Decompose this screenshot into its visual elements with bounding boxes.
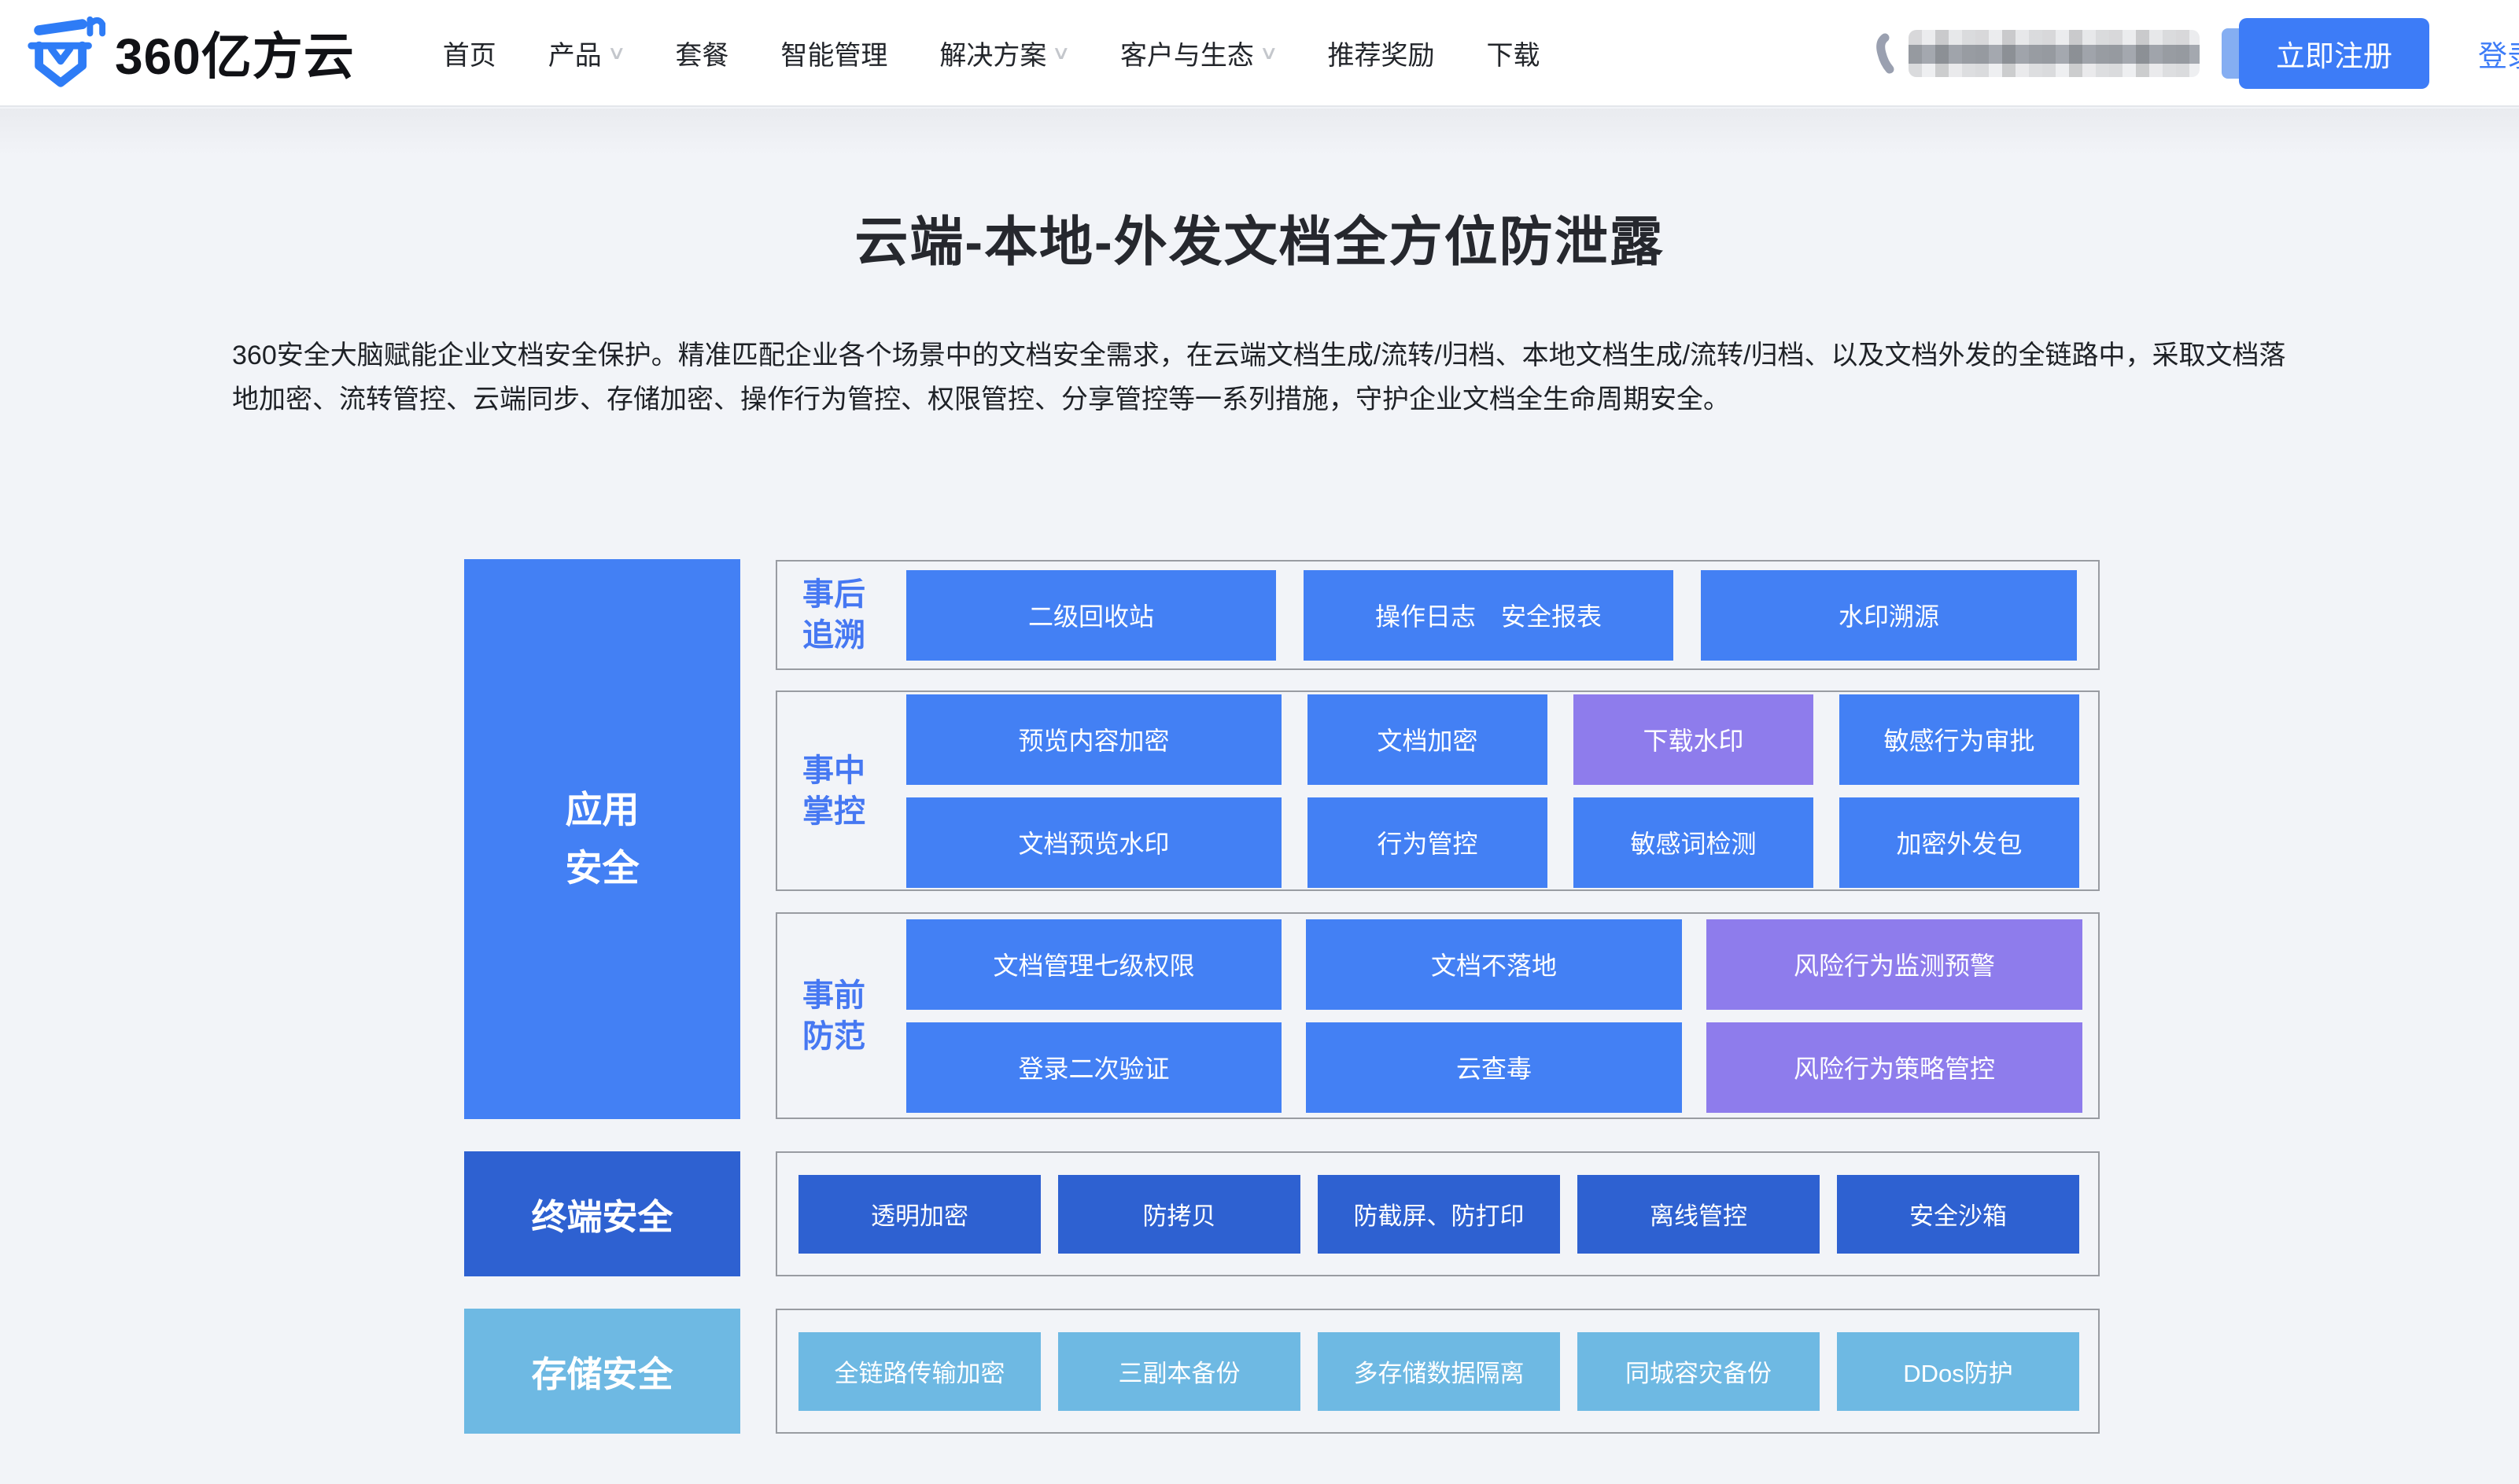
button-line: 文档管理七级权限 文档不落地 风险行为监测预警	[906, 919, 2098, 1010]
login-link[interactable]: 登录	[2478, 40, 2519, 72]
btn-preview-content-encrypt: 预览内容加密	[906, 694, 1282, 785]
btn-offline-control: 离线管控	[1577, 1174, 1820, 1254]
chevron-down-icon: ∨	[1051, 42, 1071, 64]
btn-download-watermark: 下载水印	[1573, 694, 1813, 785]
nav-item-referral-rewards[interactable]: 推荐奖励	[1327, 40, 1435, 71]
nav-item-smart-management[interactable]: 智能管理	[780, 40, 888, 71]
btn-login-second-verification: 登录二次验证	[906, 1022, 1282, 1113]
register-button[interactable]: 立即注册	[2239, 18, 2429, 89]
button-line: 透明加密 防拷贝 防截屏、防打印 离线管控 安全沙箱	[798, 1174, 2098, 1254]
btn-document-encrypt: 文档加密	[1307, 694, 1547, 785]
page-description: 360安全大脑赋能企业文档安全保护。精准匹配企业各个场景中的文档安全需求，在云端…	[232, 341, 2286, 414]
nav-item-plans[interactable]: 套餐	[675, 40, 729, 71]
btn-document-no-landing: 文档不落地	[1306, 919, 1682, 1010]
row-terminal-security: 透明加密 防拷贝 防截屏、防打印 离线管控 安全沙箱	[776, 1151, 2100, 1276]
main-nav: 首页 产品 ∨ 套餐 智能管理 解决方案 ∨ 客户与生态 ∨ 推荐奖励	[443, 34, 1592, 72]
btn-ddos-protection: DDos防护	[1837, 1331, 2079, 1411]
btn-fullchain-transfer-encrypt: 全链路传输加密	[798, 1331, 1041, 1411]
chevron-down-icon: ∨	[1259, 42, 1279, 64]
button-line: 预览内容加密 文档加密 下载水印 敏感行为审批	[906, 694, 2098, 785]
page-title: 云端-本地-外发文档全方位防泄露	[854, 212, 1665, 272]
btn-encrypted-outgoing-package: 加密外发包	[1839, 797, 2079, 888]
btn-multi-storage-isolation: 多存储数据隔离	[1318, 1331, 1560, 1411]
nav-item-download[interactable]: 下载	[1486, 40, 1540, 71]
btn-cloud-antivirus: 云查毒	[1306, 1022, 1682, 1113]
btn-anti-screenshot-print: 防截屏、防打印	[1318, 1174, 1560, 1254]
chevron-down-icon: ∨	[607, 42, 626, 64]
button-line: 文档预览水印 行为管控 敏感词检测 加密外发包	[906, 797, 2098, 888]
button-line: 登录二次验证 云查毒 风险行为策略管控	[906, 1022, 2098, 1113]
top-navigation-bar: 360亿方云 首页 产品 ∨ 套餐 智能管理 解决方案 ∨ 客户与生态 ∨	[0, 0, 2519, 107]
category-storage-security: 存储安全	[464, 1309, 740, 1434]
nav-item-products[interactable]: 产品 ∨	[548, 40, 626, 71]
phone-icon	[1876, 33, 1894, 74]
btn-watermark-trace: 水印溯源	[1701, 569, 2077, 661]
btn-recycle-bin: 二级回收站	[906, 569, 1276, 661]
security-matrix-diagram: 应用 安全 终端安全 存储安全 事后追溯 二级回收站 操作日志 安全报表 水印溯…	[464, 558, 2100, 1438]
btn-security-sandbox: 安全沙箱	[1837, 1174, 2079, 1254]
nav-item-solutions[interactable]: 解决方案 ∨	[939, 40, 1071, 71]
btn-transparent-encrypt: 透明加密	[798, 1174, 1041, 1254]
nav-item-customers-ecosystem[interactable]: 客户与生态 ∨	[1119, 40, 1279, 71]
btn-intra-city-dr-backup: 同城容灾备份	[1577, 1331, 1820, 1411]
btn-three-replica-backup: 三副本备份	[1058, 1331, 1300, 1411]
category-application-security: 应用 安全	[464, 559, 740, 1119]
logo-text: 360亿方云	[115, 28, 355, 85]
nav-item-home[interactable]: 首页	[442, 40, 496, 71]
row-in-event-control: 事中掌控 预览内容加密 文档加密 下载水印 敏感行为审批 文档预览水印 行为管控…	[776, 690, 2100, 891]
btn-operation-log-report: 操作日志 安全报表	[1304, 569, 1673, 661]
row-label: 事前防范	[802, 978, 865, 1054]
row-pre-event-prevention: 事前防范 文档管理七级权限 文档不落地 风险行为监测预警 登录二次验证 云查毒 …	[776, 912, 2100, 1119]
btn-behavior-control: 行为管控	[1307, 797, 1547, 888]
censored-phone-number	[1909, 30, 2200, 77]
row-label: 事中掌控	[802, 753, 865, 829]
header-right: 立即注册 登录	[1874, 0, 2519, 107]
btn-sensitive-word-detect: 敏感词检测	[1573, 797, 1813, 888]
category-terminal-security: 终端安全	[464, 1151, 740, 1276]
row-storage-security: 全链路传输加密 三副本备份 多存储数据隔离 同城容灾备份 DDos防护	[776, 1309, 2100, 1434]
btn-risk-monitor-warning: 风险行为监测预警	[1706, 919, 2082, 1010]
button-line: 全链路传输加密 三副本备份 多存储数据隔离 同城容灾备份 DDos防护	[798, 1331, 2098, 1411]
btn-sensitive-behavior-approval: 敏感行为审批	[1839, 694, 2079, 785]
btn-anti-copy: 防拷贝	[1058, 1174, 1300, 1254]
btn-document-preview-watermark: 文档预览水印	[906, 797, 1282, 888]
btn-seven-level-permission: 文档管理七级权限	[906, 919, 1282, 1010]
header-shadow	[0, 109, 2519, 156]
shield-pen-logo-icon	[28, 16, 106, 87]
row-label: 事后追溯	[802, 577, 865, 653]
logo[interactable]: 360亿方云	[22, 10, 355, 95]
button-line: 二级回收站 操作日志 安全报表 水印溯源	[906, 569, 2098, 661]
btn-risk-policy-control: 风险行为策略管控	[1706, 1022, 2082, 1113]
row-after-event-trace: 事后追溯 二级回收站 操作日志 安全报表 水印溯源	[776, 560, 2100, 670]
